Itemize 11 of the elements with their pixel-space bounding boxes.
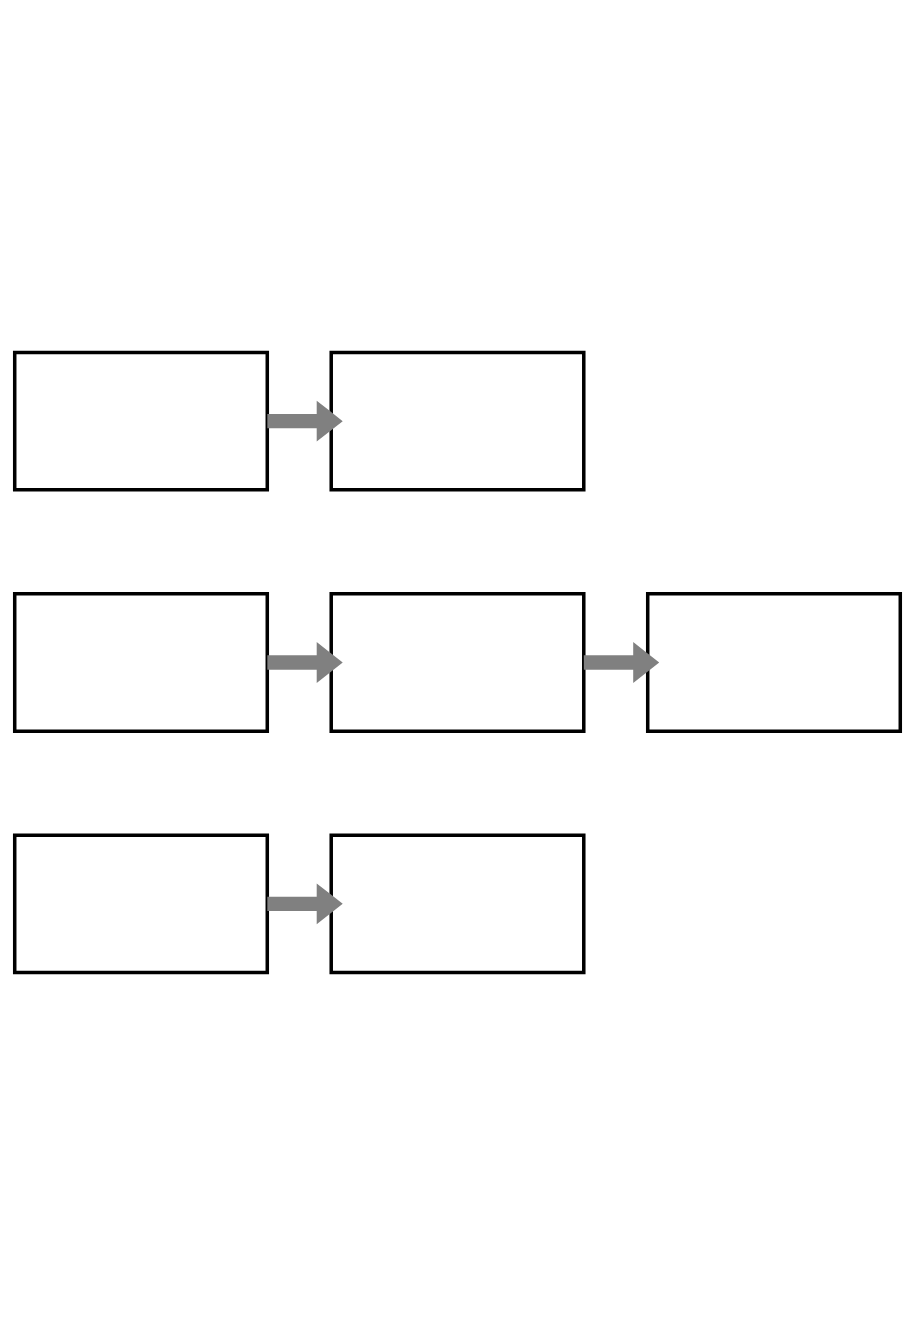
arrow: [267, 641, 343, 683]
arrow: [267, 400, 343, 442]
arrow: [267, 882, 343, 924]
arrow: [583, 641, 660, 683]
node-box: [329, 591, 586, 733]
node-box: [329, 350, 586, 492]
node-box: [12, 350, 270, 492]
node-box: [329, 832, 586, 974]
node-box: [12, 591, 270, 733]
node-box: [645, 591, 903, 733]
node-box: [12, 832, 270, 974]
